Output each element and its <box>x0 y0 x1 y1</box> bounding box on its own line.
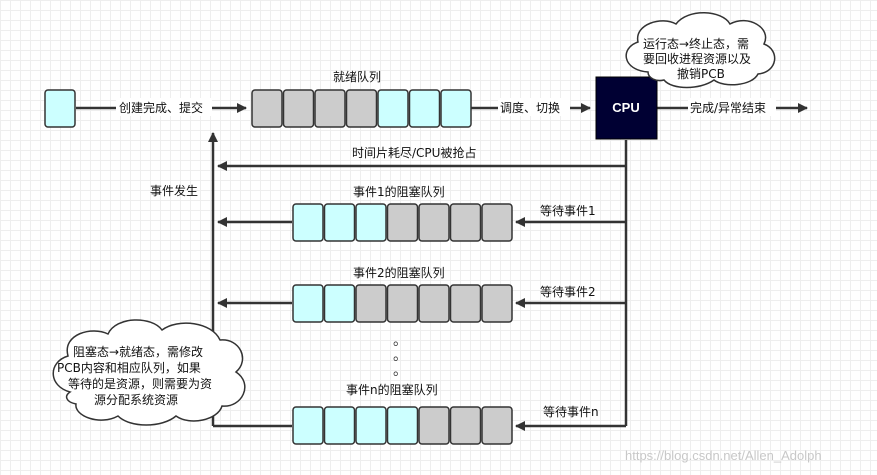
ready-queue-title: 就绪队列 <box>333 69 381 84</box>
blocked-queue-2 <box>292 284 513 323</box>
queue-cell <box>449 284 482 323</box>
queue-cell <box>418 406 450 445</box>
wait-event1-label: 等待事件1 <box>540 204 596 218</box>
queue-cell <box>292 406 324 445</box>
queue-cell <box>418 203 450 242</box>
label-bg-new <box>116 98 212 116</box>
wait-eventn-label: 等待事件n <box>543 405 599 419</box>
blocked-queue-n <box>292 406 513 445</box>
queue-cell <box>323 203 356 242</box>
timeslice-label: 时间片耗尽/CPU被抢占 <box>352 145 476 160</box>
terminate-cloud-line-3: 撤销PCB <box>677 66 725 81</box>
blocked-queue-title-n: 事件n的阻塞队列 <box>346 382 438 397</box>
queue-cell <box>292 284 324 323</box>
queue-cell <box>449 203 482 242</box>
ellipsis-dot-2: 。 <box>393 348 407 364</box>
queue-cell <box>292 203 324 242</box>
queue-cell <box>355 406 387 445</box>
schedule-label: 调度、切换 <box>500 100 560 115</box>
blocked-queue-title-1: 事件1的阻塞队列 <box>353 184 445 199</box>
ready-queue <box>251 89 472 128</box>
watermark: https://blog.csdn.net/Allen_Adolph <box>625 448 822 463</box>
ellipsis-dot-3: 。 <box>393 363 407 379</box>
new-process-box <box>44 89 76 128</box>
cpu-label: CPU <box>612 100 639 115</box>
queue-cell <box>323 406 356 445</box>
block-cloud-line-3: 等待的是资源，则需要为资 <box>68 376 212 391</box>
blocked-queue-title-2: 事件2的阻塞队列 <box>353 265 445 280</box>
queue-cell <box>440 89 472 128</box>
block-cloud-line-1: 阻塞态→就绪态，需修改 <box>73 344 203 359</box>
queue-cell <box>481 203 513 242</box>
queue-cell <box>323 284 356 323</box>
event-occur-label: 事件发生 <box>150 183 198 198</box>
wait-event2-label: 等待事件2 <box>540 285 596 299</box>
block-cloud-line-4: 源分配系统资源 <box>94 393 178 407</box>
label-bg-finish <box>688 98 776 116</box>
terminate-cloud <box>625 12 776 89</box>
block-cloud <box>52 319 246 426</box>
queue-cell <box>251 89 283 128</box>
queue-cell <box>314 89 346 128</box>
queue-cell <box>386 284 419 323</box>
ellipsis-dot-1: 。 <box>393 333 407 349</box>
block-cloud-line-2: PCB内容和相应队列，如果 <box>57 360 201 375</box>
queue-cell <box>345 89 378 128</box>
new-label: 创建完成、提交 <box>119 100 203 115</box>
terminate-cloud-line-1: 运行态→终止态，需 <box>643 36 749 51</box>
queue-cell <box>377 89 409 128</box>
queue-cell <box>481 406 513 445</box>
queue-cell <box>449 406 482 445</box>
terminate-cloud-line-2: 要回收进程资源以及 <box>643 51 751 66</box>
queue-cell <box>355 284 387 323</box>
queue-cell <box>386 406 419 445</box>
queue-cell <box>282 89 315 128</box>
queue-cell <box>408 89 441 128</box>
queue-cell <box>355 203 387 242</box>
queue-cell <box>481 284 513 323</box>
finish-label: 完成/异常结束 <box>690 100 766 115</box>
cpu-box <box>595 76 658 140</box>
label-bg-schedule <box>498 98 570 116</box>
queue-cell <box>418 284 450 323</box>
queue-cell <box>386 203 419 242</box>
blocked-queue-1 <box>292 203 513 242</box>
